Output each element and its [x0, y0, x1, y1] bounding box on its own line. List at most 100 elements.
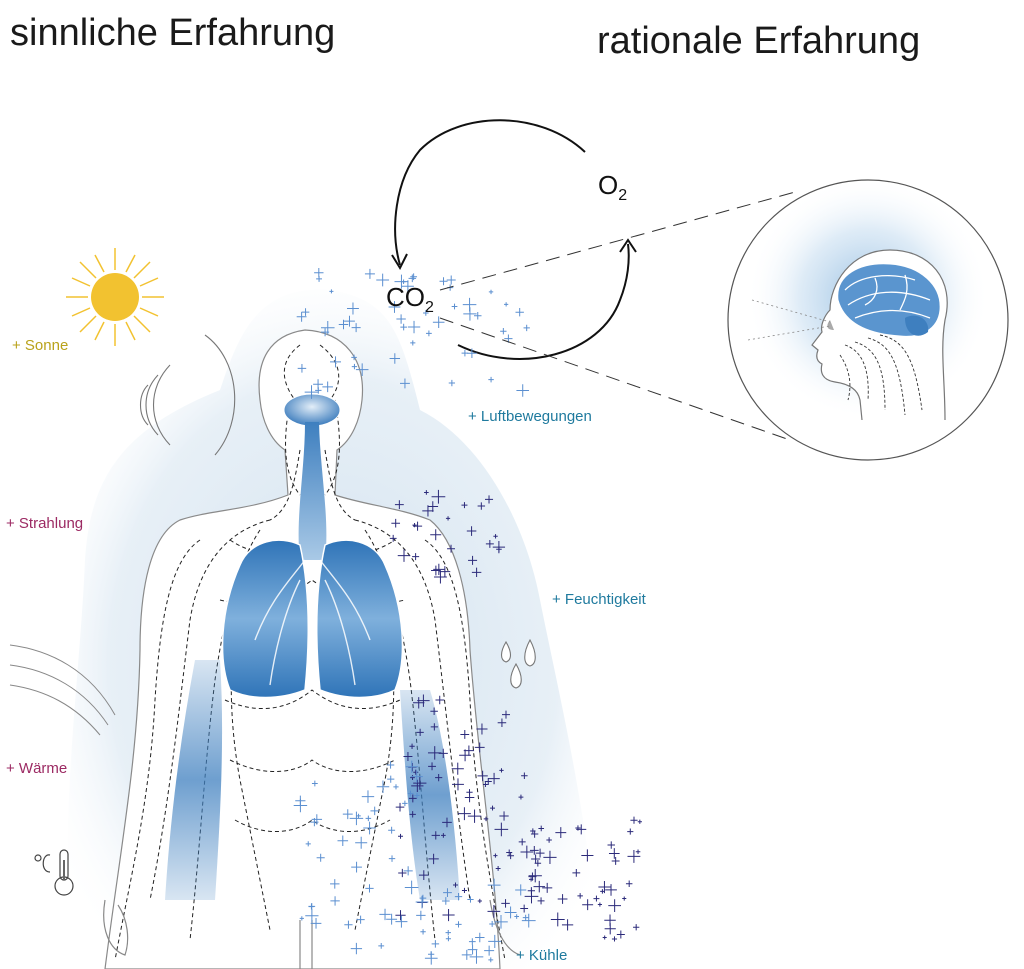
- plus-particle: [439, 277, 448, 286]
- plus-particle: [305, 841, 311, 847]
- trachea: [298, 422, 327, 560]
- plus-particle: [417, 694, 430, 707]
- plus-particle: [415, 895, 429, 909]
- plus-particle: [467, 944, 478, 955]
- plus-particle: [581, 849, 594, 862]
- plus-particle: [521, 913, 536, 928]
- plus-particle: [493, 534, 498, 539]
- plus-particle: [572, 869, 581, 877]
- plus-particle: [474, 311, 482, 320]
- plus-particle: [484, 495, 494, 504]
- plus-particle: [483, 816, 489, 822]
- o2-label: O2: [598, 170, 627, 205]
- plus-particle: [530, 828, 536, 834]
- o2-subscript: 2: [618, 187, 628, 205]
- plus-particle: [476, 723, 488, 735]
- plus-particle: [330, 879, 340, 889]
- plus-particle: [546, 837, 552, 843]
- plus-particle: [365, 815, 372, 822]
- plus-particle: [388, 826, 396, 834]
- plus-particle: [441, 897, 450, 905]
- plus-particle: [296, 311, 307, 322]
- plus-particle: [338, 319, 349, 330]
- plus-particle: [514, 914, 520, 919]
- plus-particle: [393, 784, 399, 790]
- thermometer-icon: [34, 849, 74, 896]
- plus-particle: [550, 912, 565, 927]
- plus-particle: [405, 760, 418, 773]
- plus-particle: [361, 790, 375, 803]
- plus-particle: [445, 929, 451, 936]
- plus-particle: [499, 811, 509, 821]
- plus-particle: [386, 913, 398, 925]
- plus-particle: [461, 887, 467, 893]
- plus-particle: [430, 707, 438, 715]
- plus-particle: [433, 570, 447, 584]
- plus-particle: [488, 957, 494, 963]
- heading-sinnliche: sinnliche Erfahrung: [10, 12, 336, 54]
- plus-particle: [524, 889, 539, 904]
- plus-particle: [529, 846, 539, 855]
- plus-particle: [561, 919, 574, 931]
- right-arm-glow: [400, 690, 460, 900]
- plus-particle: [468, 555, 478, 565]
- plus-particle: [451, 303, 458, 310]
- plus-particle: [457, 807, 471, 821]
- droplets-icon: [500, 638, 536, 689]
- plus-particle: [315, 387, 322, 394]
- plus-particle: [523, 324, 530, 332]
- plus-particle: [484, 945, 495, 956]
- sun-icon: [66, 248, 164, 346]
- plus-particle: [627, 828, 634, 835]
- plus-particle: [413, 769, 419, 775]
- plus-particle: [484, 778, 492, 786]
- plus-particle: [499, 768, 504, 773]
- plus-particle: [534, 859, 542, 867]
- plus-particle: [445, 516, 451, 521]
- plus-particle: [389, 534, 397, 542]
- plus-particle: [410, 770, 423, 783]
- plus-particle: [410, 340, 416, 346]
- plus-particle: [451, 762, 464, 775]
- plus-particle: [304, 385, 319, 399]
- plus-particle: [420, 929, 426, 935]
- plus-particle: [611, 936, 618, 942]
- brain-head-icon: [727, 179, 1009, 461]
- plus-particle: [487, 905, 501, 918]
- plus-particle: [515, 884, 527, 896]
- plus-particle: [397, 549, 411, 562]
- plus-particle: [342, 809, 353, 820]
- plus-particle: [633, 924, 640, 931]
- plus-particle: [521, 772, 528, 780]
- plus-particle: [602, 935, 607, 940]
- plus-particle: [293, 798, 308, 813]
- plus-particle: [608, 899, 622, 912]
- plus-particle: [416, 728, 424, 737]
- plus-particle: [467, 896, 474, 903]
- right-lung: [315, 539, 404, 699]
- plus-particle: [321, 328, 330, 337]
- plus-particle: [435, 773, 443, 782]
- plus-particle: [416, 910, 426, 921]
- plus-particle: [351, 323, 361, 333]
- plus-particle: [520, 845, 534, 859]
- plus-particle: [394, 500, 404, 510]
- plus-particle: [467, 348, 477, 359]
- plus-particle: [625, 880, 633, 887]
- plus-particle: [365, 884, 374, 893]
- plus-particle: [430, 723, 438, 731]
- plus-particle: [488, 934, 502, 948]
- plus-particle: [419, 894, 427, 902]
- plus-particle: [431, 489, 446, 504]
- plus-particle: [400, 378, 410, 389]
- plus-particle: [400, 323, 407, 331]
- plus-particle: [454, 893, 463, 901]
- plus-particle: [466, 526, 477, 536]
- plus-particle: [468, 938, 476, 946]
- plus-particle: [388, 301, 401, 313]
- plus-particle: [387, 775, 395, 783]
- hands: [103, 899, 521, 969]
- plus-particle: [504, 302, 509, 307]
- plus-particle: [407, 790, 414, 797]
